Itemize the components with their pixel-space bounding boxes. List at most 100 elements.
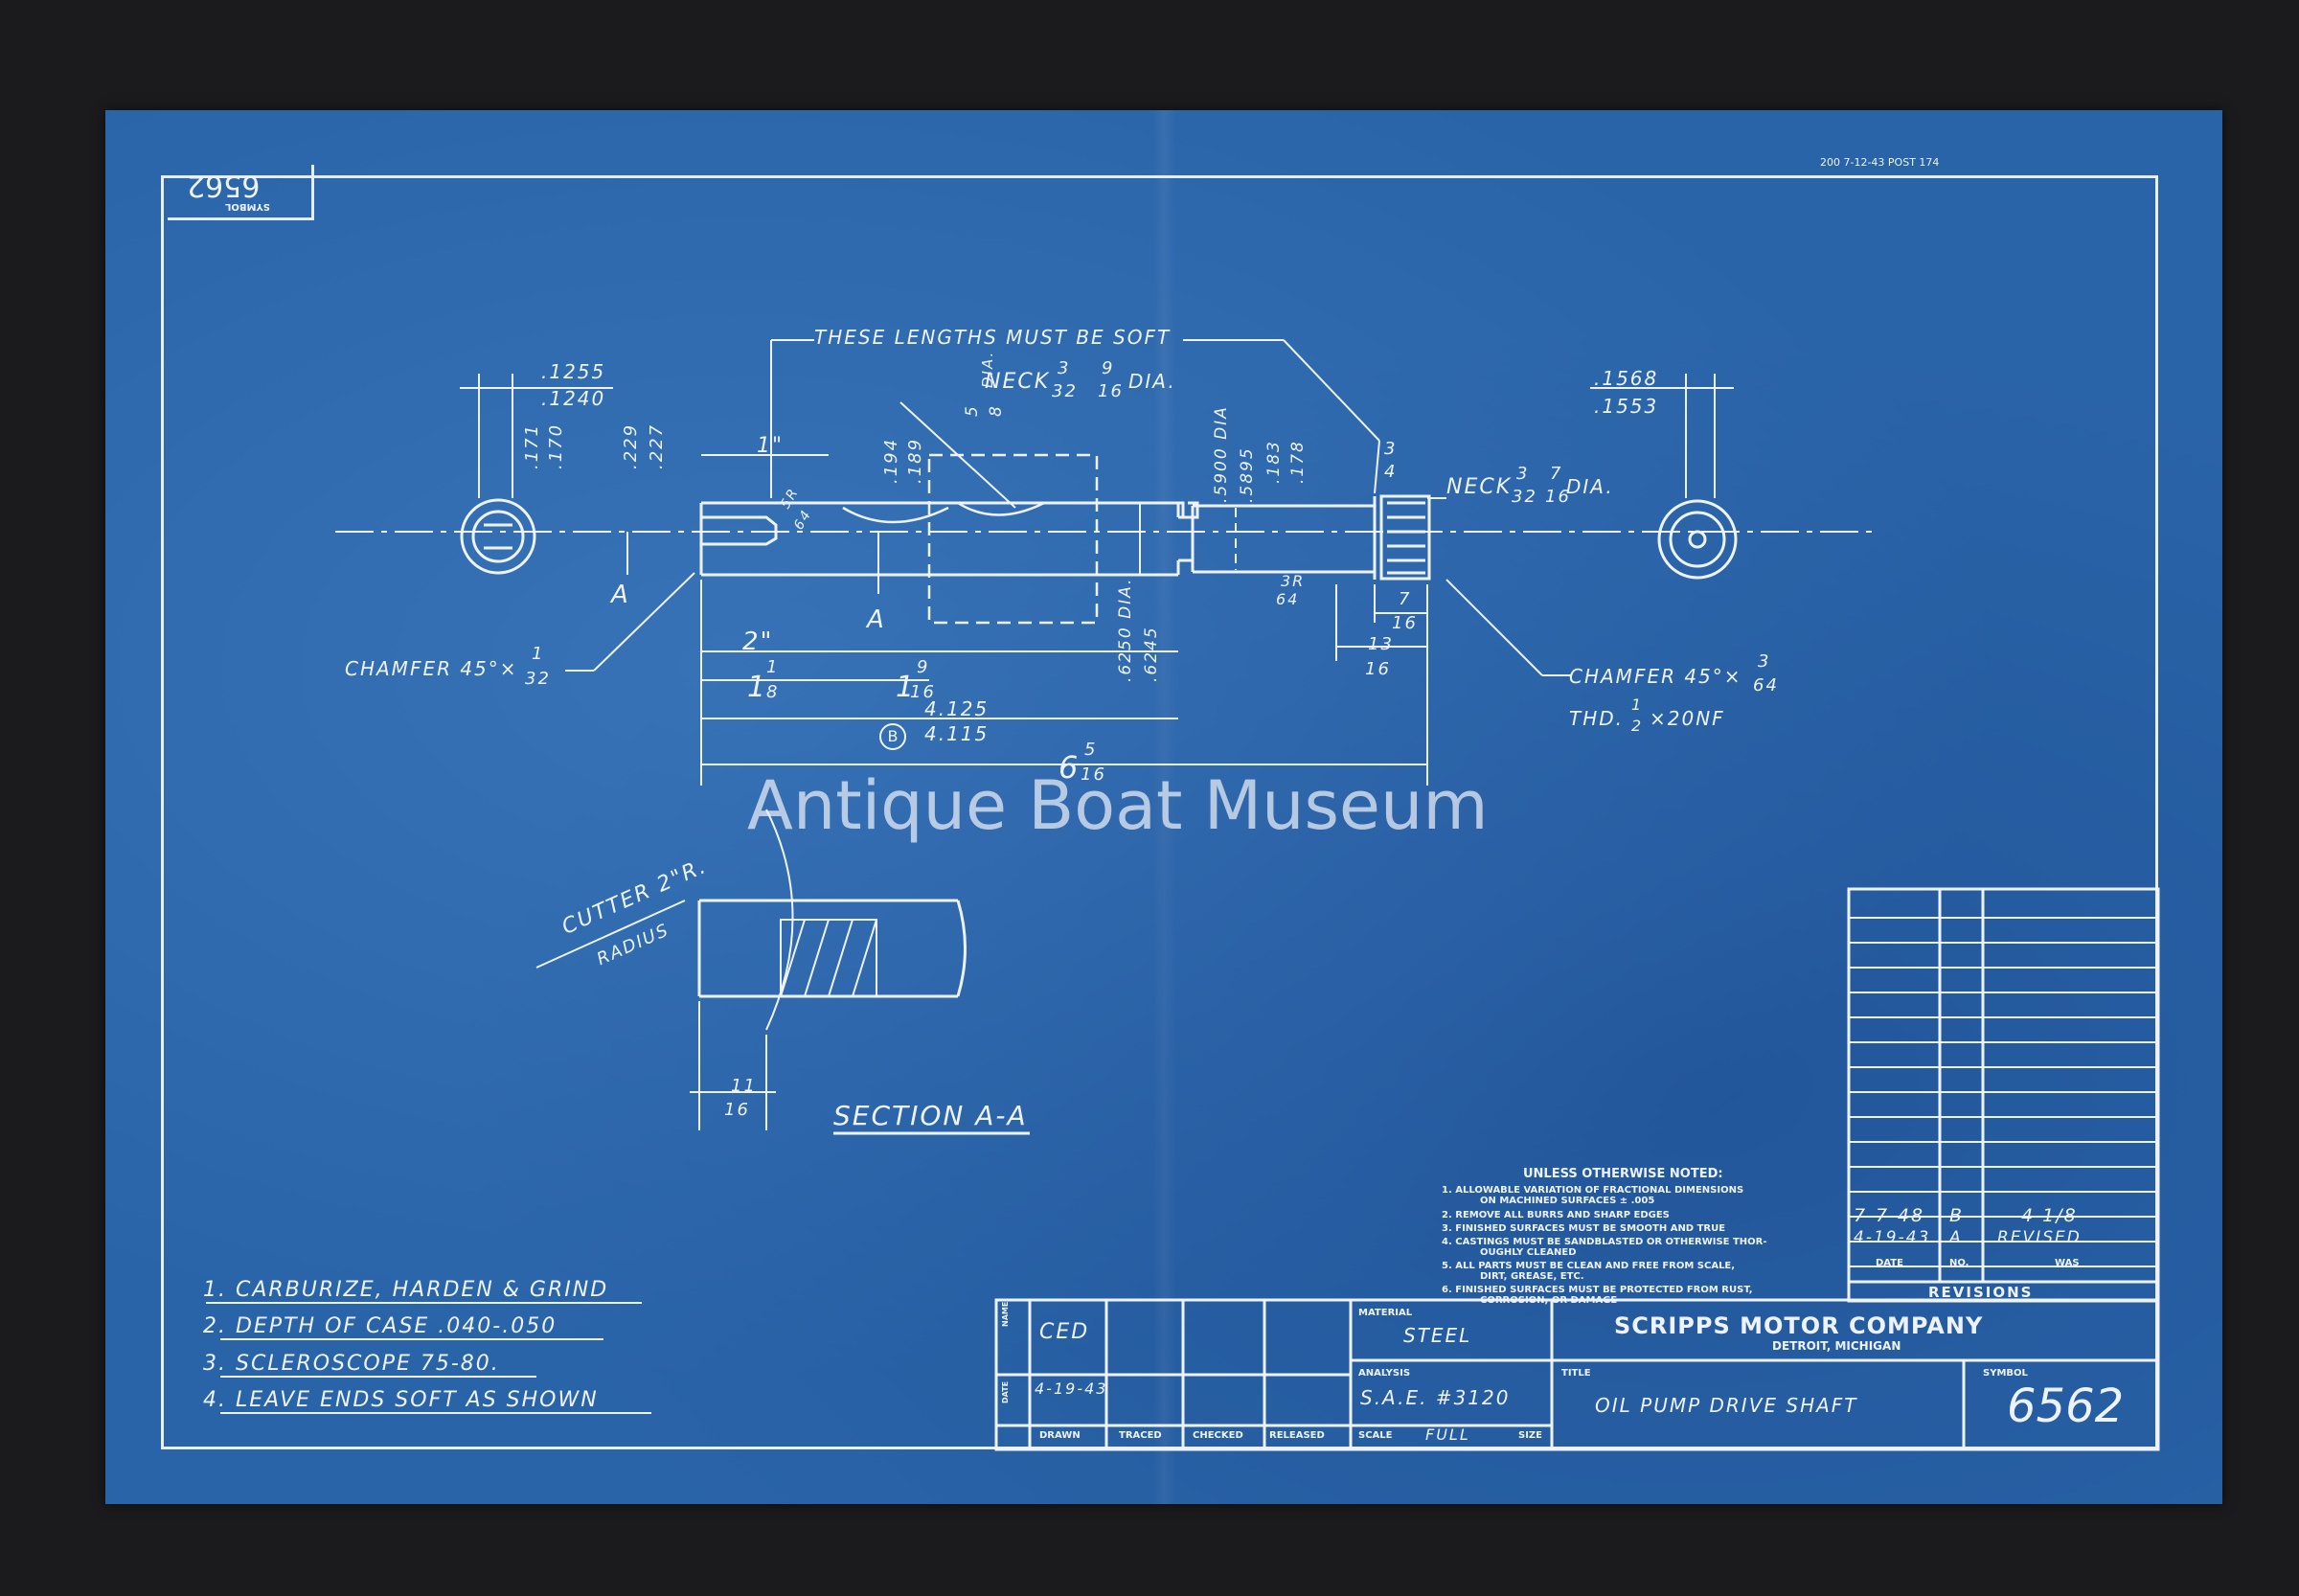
dim-183: .183 — [1264, 440, 1284, 484]
chamfer-left-n: 1 — [532, 644, 545, 664]
section-mark-left: A — [611, 581, 630, 609]
tb-scale-value: FULL — [1425, 1425, 1470, 1444]
tb-symbol-label: SYMBOL — [1983, 1368, 2028, 1379]
note-1b: ON MACHINED SURFACES ± .005 — [1480, 1196, 1655, 1206]
dim-5-8-n: 5 — [963, 404, 982, 417]
dim-6250: .6250 DIA. — [1116, 577, 1135, 682]
tb-title-label: TITLE — [1561, 1368, 1591, 1379]
dim-7-16-n: 7 — [1399, 589, 1412, 609]
dim-5-8-dia: DIA. — [979, 350, 996, 388]
tb-material-value: STEEL — [1403, 1324, 1472, 1347]
tb-analysis-label: ANALYSIS — [1358, 1368, 1411, 1379]
note-2: 2. REMOVE ALL BURRS AND SHARP EDGES — [1442, 1210, 1670, 1220]
rev-header-date: DATE — [1876, 1258, 1903, 1268]
dim-6-n: 5 — [1084, 740, 1098, 760]
tb-name-value: CED — [1039, 1320, 1090, 1344]
neck-right-a: 3 — [1516, 464, 1530, 484]
dim-6245: .6245 — [1142, 626, 1161, 682]
spec-4: 4. LEAVE ENDS SOFT AS SHOWN — [203, 1388, 599, 1412]
note-4: 4. CASTINGS MUST BE SANDBLASTED OR OTHER… — [1442, 1237, 1767, 1247]
chamfer-right-label: CHAMFER 45°× — [1569, 665, 1742, 688]
dim-1-8-whole: 1 — [747, 671, 768, 704]
dim-170: .170 — [546, 422, 566, 469]
dim-6-whole: 6 — [1058, 749, 1081, 786]
spec-2: 2. DEPTH OF CASE .040-.050 — [203, 1314, 558, 1338]
neck-left-d: 16 — [1098, 381, 1124, 401]
tb-date-label: DATE — [1001, 1380, 1010, 1403]
tb-checked: CHECKED — [1193, 1430, 1243, 1441]
dim-4115: 4.115 — [924, 722, 990, 745]
note-1: 1. ALLOWABLE VARIATION OF FRACTIONAL DIM… — [1442, 1185, 1744, 1196]
thread-n: 1 — [1631, 695, 1644, 714]
dim-3-4-d: 4 — [1384, 462, 1398, 482]
dim-1-9-n: 9 — [917, 657, 930, 677]
revision-b-circle: B — [879, 723, 906, 750]
neck-left-a: 3 — [1058, 358, 1071, 378]
dim-194: .194 — [881, 437, 901, 484]
dim-1-8-d: 8 — [766, 682, 780, 702]
dim-5900: .5900 DIA — [1212, 405, 1231, 503]
neck-right-c: 7 — [1550, 464, 1563, 484]
thread-d: 2 — [1631, 717, 1644, 735]
dim-3-64-n: 3R — [1281, 572, 1306, 590]
note-5b: DIRT, GREASE, ETC. — [1480, 1271, 1584, 1282]
neck-right-b: 32 — [1512, 487, 1537, 507]
soft-lengths-callout: THESE LENGTHS MUST BE SOFT — [814, 326, 1172, 349]
dim-1240: .1240 — [541, 387, 606, 410]
dim-6-d: 16 — [1081, 764, 1106, 785]
dim-13-16-n: 13 — [1368, 634, 1394, 654]
dim-1-9-d: 16 — [910, 682, 936, 702]
section-mark-right: A — [867, 605, 886, 634]
dim-one-inch: 1" — [757, 434, 785, 458]
dim-3-4-n: 3 — [1384, 439, 1398, 459]
spec-1: 1. CARBURIZE, HARDEN & GRIND — [203, 1278, 609, 1302]
note-3: 3. FINISHED SURFACES MUST BE SMOOTH AND … — [1442, 1223, 1726, 1234]
chamfer-left-d: 32 — [525, 669, 551, 689]
dim-229: .229 — [621, 422, 641, 469]
rev-header-no: NO. — [1949, 1258, 1969, 1268]
note-4b: OUGHLY CLEANED — [1480, 1247, 1577, 1258]
dim-4125: 4.125 — [924, 697, 990, 720]
dim-5895: .5895 — [1238, 446, 1257, 503]
tb-date-value: 4-19-43 — [1035, 1379, 1108, 1398]
corner-symbol-box: 6562 SYMBOL — [168, 165, 314, 220]
rev-a-no: A — [1949, 1228, 1963, 1247]
rev-a-date: 4-19-43 — [1854, 1228, 1931, 1247]
spec-3: 3. SCLEROSCOPE 75-80. — [203, 1352, 500, 1376]
museum-watermark: Antique Boat Museum — [747, 766, 1489, 845]
dim-7-16-d: 16 — [1392, 613, 1418, 633]
rev-b-no: B — [1949, 1205, 1965, 1226]
neck-left-dia: DIA. — [1128, 370, 1176, 393]
dim-two-inch: 2" — [742, 627, 774, 656]
dim-1-8-n: 1 — [766, 657, 780, 677]
tb-location: DETROIT, MICHIGAN — [1772, 1339, 1901, 1353]
neck-left-label: NECK — [985, 370, 1051, 394]
rev-header-was: WAS — [2055, 1258, 2080, 1268]
tb-traced: TRACED — [1119, 1430, 1162, 1441]
rev-a-was: REVISED — [1997, 1228, 2082, 1247]
section-label: SECTION A-A — [833, 1100, 1028, 1131]
thread-label: THD. — [1569, 707, 1625, 730]
rev-b-was: 4 1/8 — [2021, 1205, 2078, 1226]
chamfer-right-d: 64 — [1753, 675, 1779, 695]
dim-13-16-d: 16 — [1365, 659, 1391, 679]
dim-1255: .1255 — [541, 360, 606, 383]
note-5: 5. ALL PARTS MUST BE CLEAN AND FREE FROM… — [1442, 1261, 1736, 1271]
dim-11-16-n: 11 — [731, 1076, 757, 1096]
tb-title-value: OIL PUMP DRIVE SHAFT — [1595, 1394, 1858, 1417]
top-stamp: 200 7-12-43 POST 174 — [1820, 156, 1940, 169]
neck-left-b: 32 — [1052, 381, 1078, 401]
notes-title: UNLESS OTHERWISE NOTED: — [1523, 1167, 1723, 1181]
chamfer-right-n: 3 — [1758, 651, 1771, 672]
note-6: 6. FINISHED SURFACES MUST BE PROTECTED F… — [1442, 1285, 1753, 1295]
rev-b-date: 7-7-48 — [1854, 1205, 1925, 1226]
neck-left-c: 9 — [1102, 358, 1115, 378]
dim-189: .189 — [905, 437, 925, 484]
neck-right-dia: DIA. — [1566, 475, 1614, 498]
revisions-title: REVISIONS — [1928, 1284, 2034, 1301]
tb-name-label: NAME — [1001, 1301, 1010, 1327]
tb-material-label: MATERIAL — [1358, 1308, 1413, 1318]
dim-1553: .1553 — [1594, 395, 1659, 418]
